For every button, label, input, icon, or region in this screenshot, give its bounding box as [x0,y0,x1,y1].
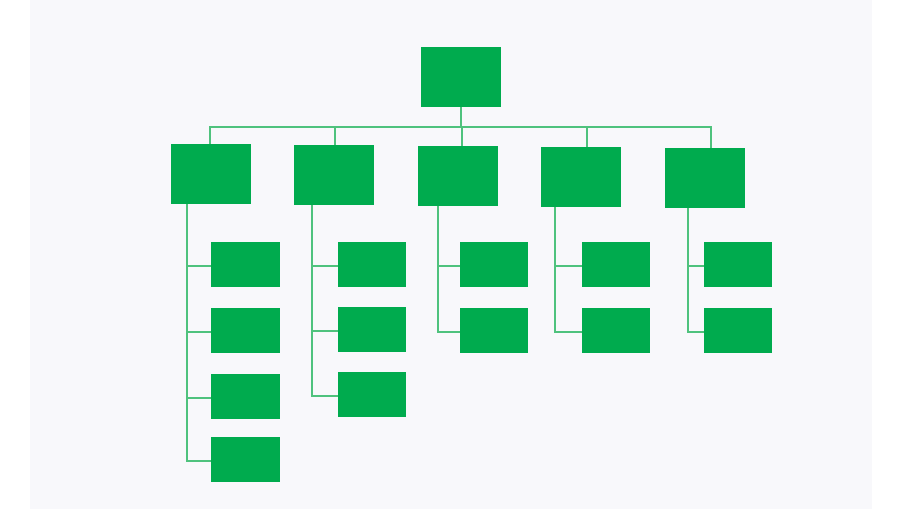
level2-node-5-2 [704,308,772,353]
level2-node-4-2 [582,308,650,353]
root-connector [460,107,462,126]
level2-node-1-1 [211,242,280,287]
branch-5-drop [710,126,712,148]
branch-2-child-3-connector [311,395,338,397]
branch-5-trunk [687,208,689,332]
level1-node-2 [294,145,374,205]
branch-4-child-1-connector [554,265,582,267]
level2-node-5-1 [704,242,772,287]
branch-2-trunk [311,205,313,396]
branch-1-child-3-connector [186,397,211,399]
branch-1-drop [209,126,211,144]
branch-1-child-1-connector [186,265,211,267]
level2-node-3-2 [460,308,528,353]
branch-2-child-2-connector [311,330,338,332]
branch-3-drop [461,126,463,146]
branch-4-drop [586,126,588,147]
org-chart-panel [30,0,872,509]
level2-node-2-2 [338,307,406,352]
level2-node-1-3 [211,374,280,419]
level1-bus [209,126,712,128]
branch-1-child-4-connector [186,460,211,462]
branch-4-child-2-connector [554,331,582,333]
branch-3-child-2-connector [437,331,460,333]
level1-node-5 [665,148,745,208]
branch-2-child-1-connector [311,265,338,267]
branch-2-drop [334,126,336,145]
level2-node-2-1 [338,242,406,287]
level2-node-1-4 [211,437,280,482]
level1-node-3 [418,146,498,206]
level2-node-4-1 [582,242,650,287]
root-node [421,47,501,107]
level1-node-4 [541,147,621,207]
branch-5-child-2-connector [687,331,704,333]
branch-3-trunk [437,206,439,332]
branch-4-trunk [554,207,556,332]
level1-node-1 [171,144,251,204]
branch-1-child-2-connector [186,331,211,333]
level2-node-2-3 [338,372,406,417]
branch-5-child-1-connector [687,265,704,267]
level2-node-3-1 [460,242,528,287]
level2-node-1-2 [211,308,280,353]
branch-3-child-1-connector [437,265,460,267]
